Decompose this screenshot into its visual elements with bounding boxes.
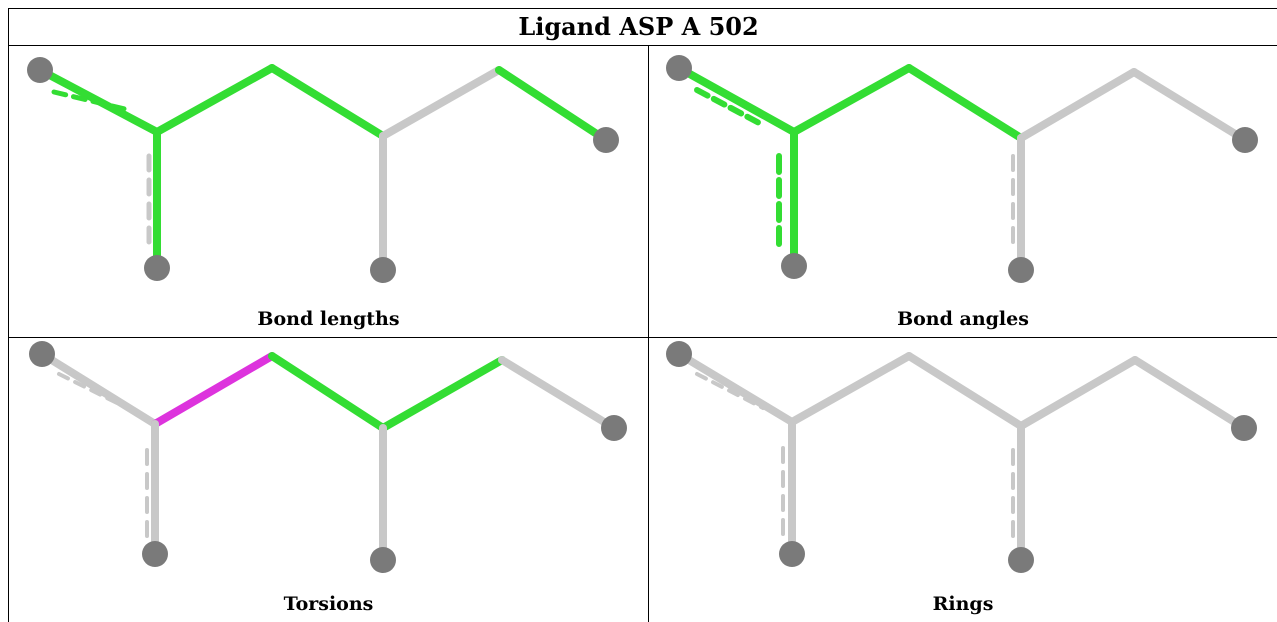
atom [27,57,53,83]
panel-rings: Rings [649,338,1277,622]
bond-c5-o [1131,356,1248,432]
atom [779,541,805,567]
panel-caption: Rings [932,593,994,615]
molecule-bond-angles [666,55,1258,283]
panel-torsions: Torsions [9,338,648,622]
column-divider [648,45,649,622]
bond-c2-c3 [151,352,276,428]
bond-c3-c4 [905,64,1025,142]
atom [593,127,619,153]
bond-c5-o [1130,68,1249,144]
double-bond-dash [695,372,765,410]
double-bond-dash [57,372,129,410]
molecule-torsions [29,341,627,573]
table-left-border [8,8,9,622]
panel-caption: Torsions [283,593,374,615]
bond-c4-c5 [1017,68,1138,142]
atom [370,257,396,283]
bond-c2-c3 [153,64,276,136]
title-row-divider [8,45,1277,46]
panel-bond-lengths: Bond lengths [9,46,648,337]
bond-c2-c3 [788,352,913,426]
atom [144,255,170,281]
bond-c3-c4 [268,352,387,432]
middle-row-divider [8,337,1277,338]
bond-c4-c5 [379,356,506,432]
atom [666,341,692,367]
atom [666,55,692,81]
double-bond-dash [51,89,132,113]
atom [601,415,627,441]
bond-c1-c2 [38,350,159,428]
atom [1231,415,1257,441]
bond-c1-c2 [675,64,798,136]
bond-c3-c4 [905,352,1025,430]
bond-c3-c4 [268,64,387,140]
bond-c5-o [498,356,618,432]
atom [1232,127,1258,153]
bond-c5-o [495,66,610,144]
bond-c1-c2 [675,350,796,426]
atom [781,253,807,279]
bond-c2-c3 [790,64,913,136]
atom [1008,547,1034,573]
table-top-border [8,8,1277,9]
panel-bond-angles: Bond angles [649,46,1277,337]
panel-caption: Bond angles [897,308,1029,330]
panel-caption: Bond lengths [257,308,400,330]
atom [1008,257,1034,283]
double-bond-dash [694,87,764,127]
molecule-rings [666,341,1257,573]
atom [142,541,168,567]
atom [29,341,55,367]
atom [370,547,396,573]
figure-title: Ligand ASP A 502 [518,12,759,41]
molecule-bond-lengths [27,57,619,283]
bond-c4-c5 [379,66,503,140]
bond-c4-c5 [1017,356,1139,430]
